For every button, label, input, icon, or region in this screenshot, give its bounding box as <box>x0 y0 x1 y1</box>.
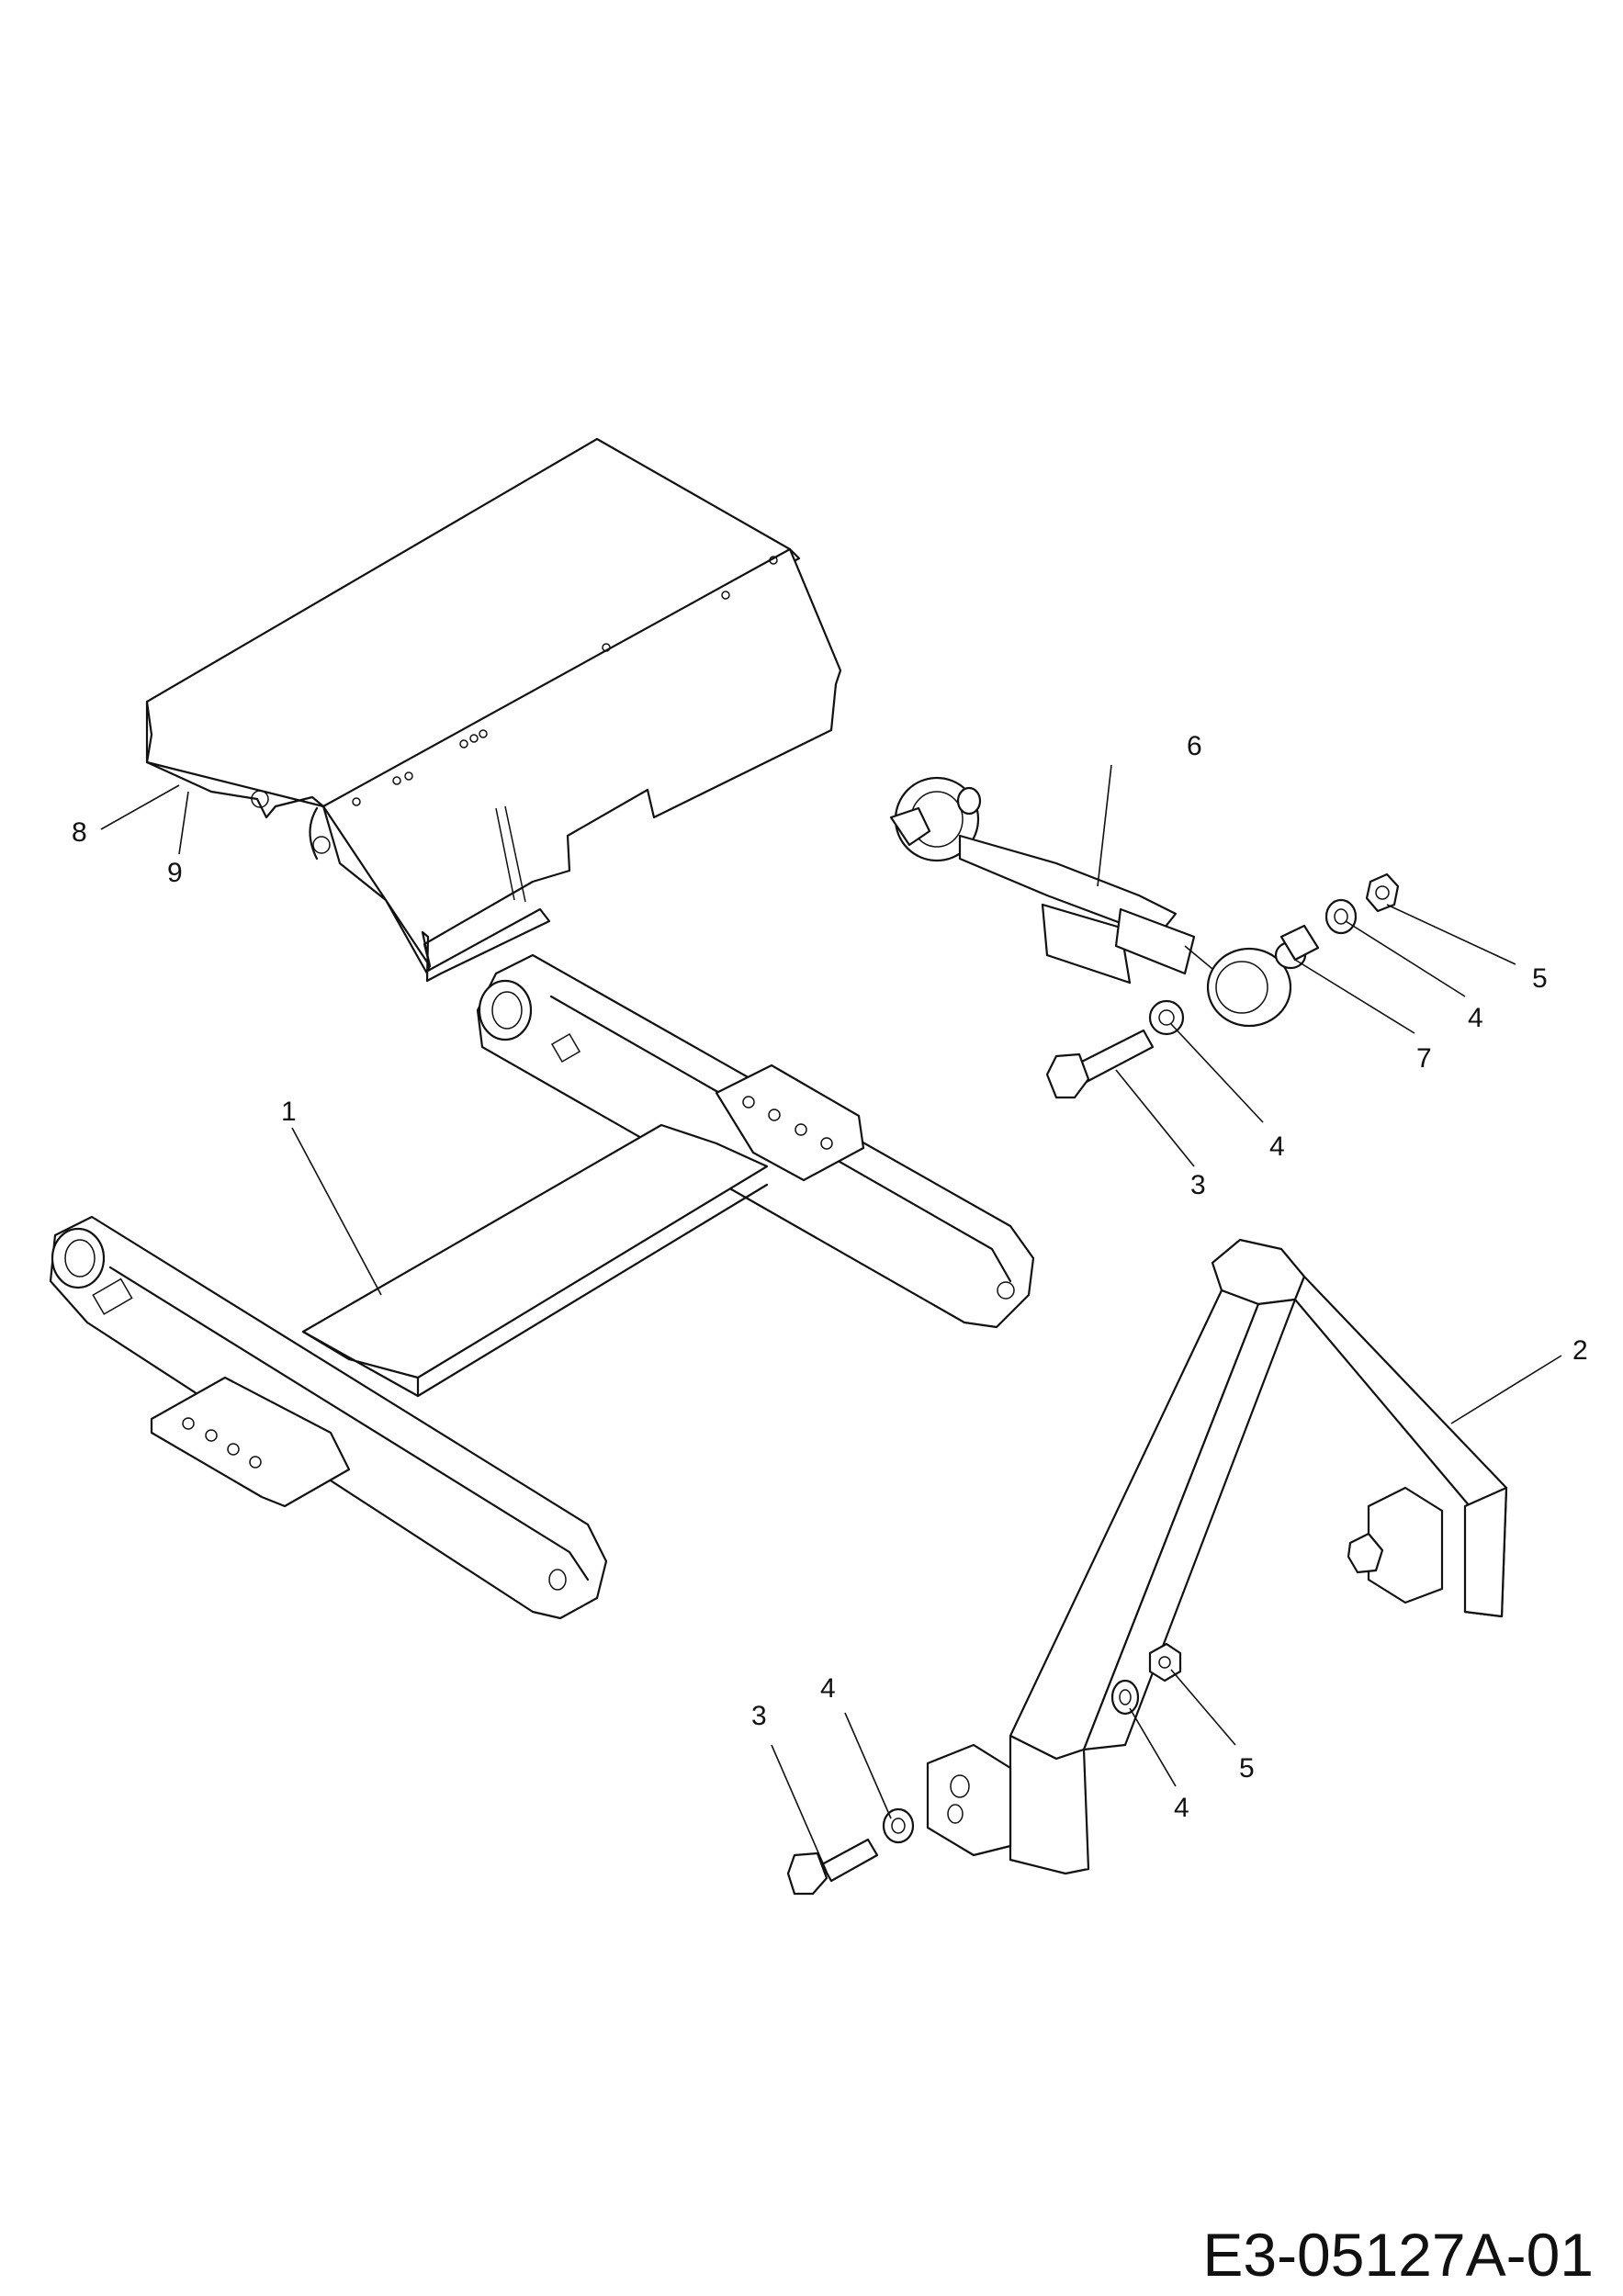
callout-6: 6 <box>1187 731 1202 761</box>
callout-4: 4 <box>1174 1793 1189 1823</box>
cover-plate <box>145 437 842 983</box>
callout-1: 1 <box>281 1097 297 1127</box>
adjuster-rod <box>889 776 1292 1028</box>
callout-3: 3 <box>751 1701 767 1731</box>
callout-2: 2 <box>1572 1335 1588 1366</box>
callout-4: 4 <box>820 1673 836 1704</box>
callout-5: 5 <box>1532 963 1548 994</box>
callout-4: 4 <box>1269 1131 1285 1162</box>
callout-8: 8 <box>72 817 87 848</box>
callout-labels: 1 2 3 3 4 4 4 4 5 5 6 7 8 9 <box>72 731 1588 1823</box>
callout-3: 3 <box>1190 1170 1206 1200</box>
lift-arm-frame <box>49 953 1035 1620</box>
callout-4: 4 <box>1468 1003 1483 1033</box>
callout-5: 5 <box>1239 1753 1255 1784</box>
rod-hardware <box>1045 872 1400 1099</box>
document-id: E3-05127A-01 <box>1202 2221 1594 2289</box>
callout-7: 7 <box>1416 1043 1432 1074</box>
callout-9: 9 <box>167 858 183 888</box>
leader-lines <box>100 764 1562 1873</box>
a-frame-hitch <box>926 1238 1508 1875</box>
